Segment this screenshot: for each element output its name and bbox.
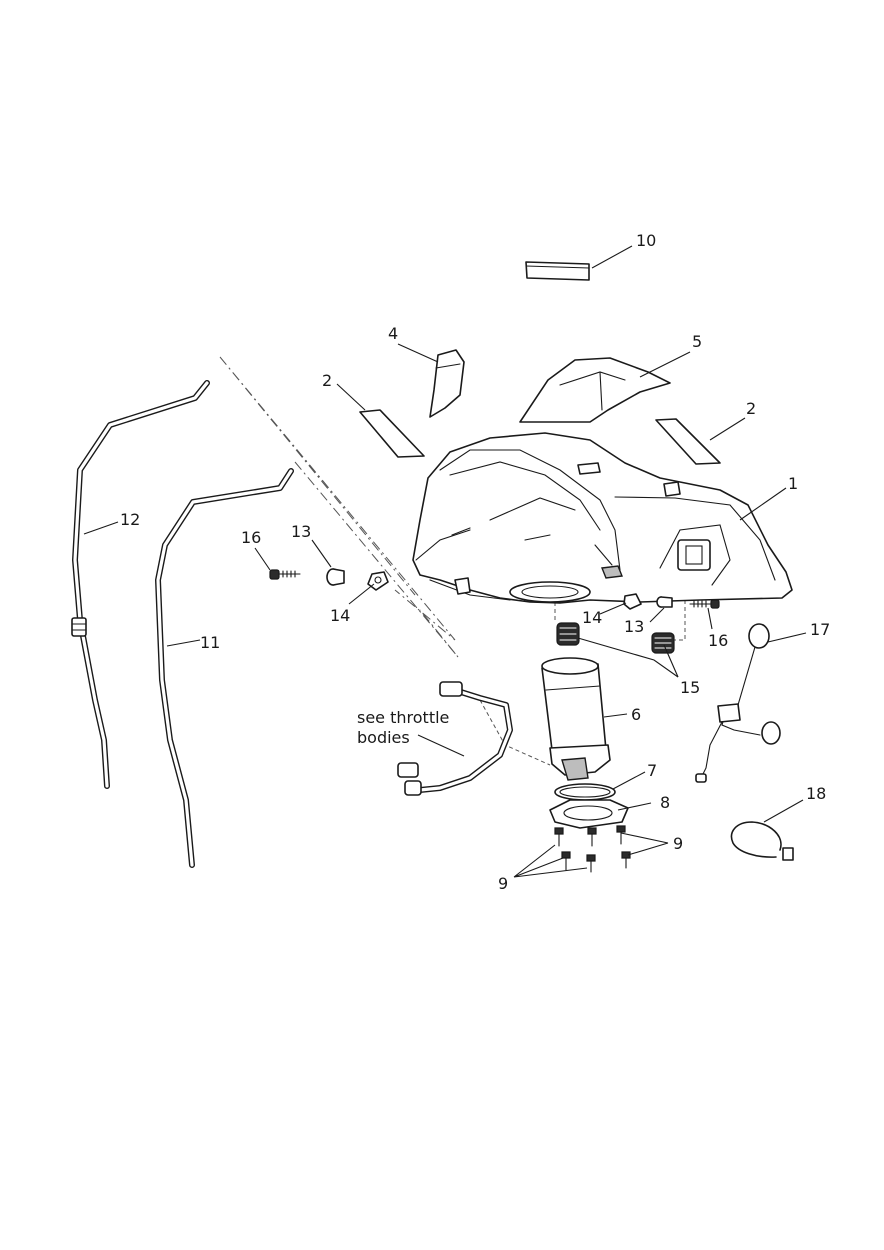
part-10-trim-strip xyxy=(525,261,590,281)
part-18-hose-clip xyxy=(730,821,794,861)
callout-16-right: 16 xyxy=(708,631,728,650)
part-5-tank-cover xyxy=(519,357,671,423)
note-line-1: see throttle xyxy=(357,708,449,727)
callout-12: 12 xyxy=(120,510,140,529)
callout-4: 4 xyxy=(388,324,398,343)
callout-2-right: 2 xyxy=(746,399,756,418)
part-12-breather-hose xyxy=(71,380,210,789)
part-13-spacer-right xyxy=(656,596,673,608)
callout-labels: 10 4 5 2 2 1 12 13 16 14 14 13 16 17 11 … xyxy=(120,231,830,893)
callout-5: 5 xyxy=(692,332,702,351)
part-6-fuel-pump xyxy=(541,657,611,781)
callout-2-left: 2 xyxy=(322,371,332,390)
callout-11: 11 xyxy=(200,633,220,652)
part-16-bolt-left xyxy=(269,569,301,580)
callout-16-left: 16 xyxy=(241,528,261,547)
part-7-gasket xyxy=(554,783,616,801)
part-15-rubber-left xyxy=(556,622,580,646)
throttle-note: see throttle bodies xyxy=(357,708,449,747)
part-9-screws xyxy=(554,825,631,873)
callout-10: 10 xyxy=(636,231,656,250)
part-2-decal-left xyxy=(359,409,425,458)
callout-1: 1 xyxy=(788,474,798,493)
callout-9-left: 9 xyxy=(498,874,508,893)
part-8-retaining-plate xyxy=(549,799,629,829)
callout-7: 7 xyxy=(647,761,657,780)
callout-9-right: 9 xyxy=(673,834,683,853)
part-13-spacer-left xyxy=(326,568,345,586)
part-2-decal-right xyxy=(655,418,721,465)
fuel-feed-hose xyxy=(397,681,513,796)
callout-8: 8 xyxy=(660,793,670,812)
callout-14-left: 14 xyxy=(330,606,350,625)
callout-6: 6 xyxy=(631,705,641,724)
leader-lines xyxy=(83,245,807,878)
callout-15: 15 xyxy=(680,678,700,697)
part-1-fuel-tank xyxy=(412,432,793,604)
callout-13-right: 13 xyxy=(624,617,644,636)
part-4-pad xyxy=(429,349,465,418)
callout-13-left: 13 xyxy=(291,522,311,541)
part-17-level-sender xyxy=(695,623,781,783)
part-14-grommet-right xyxy=(623,593,642,610)
callout-18: 18 xyxy=(806,784,826,803)
part-15-rubber-right xyxy=(651,632,675,654)
callout-17: 17 xyxy=(810,620,830,639)
note-line-2: bodies xyxy=(357,728,410,747)
part-14-grommet-left xyxy=(367,571,389,591)
part-16-bolt-right xyxy=(689,599,720,609)
callout-14-right: 14 xyxy=(582,608,602,627)
part-11-drain-hose xyxy=(155,468,294,868)
